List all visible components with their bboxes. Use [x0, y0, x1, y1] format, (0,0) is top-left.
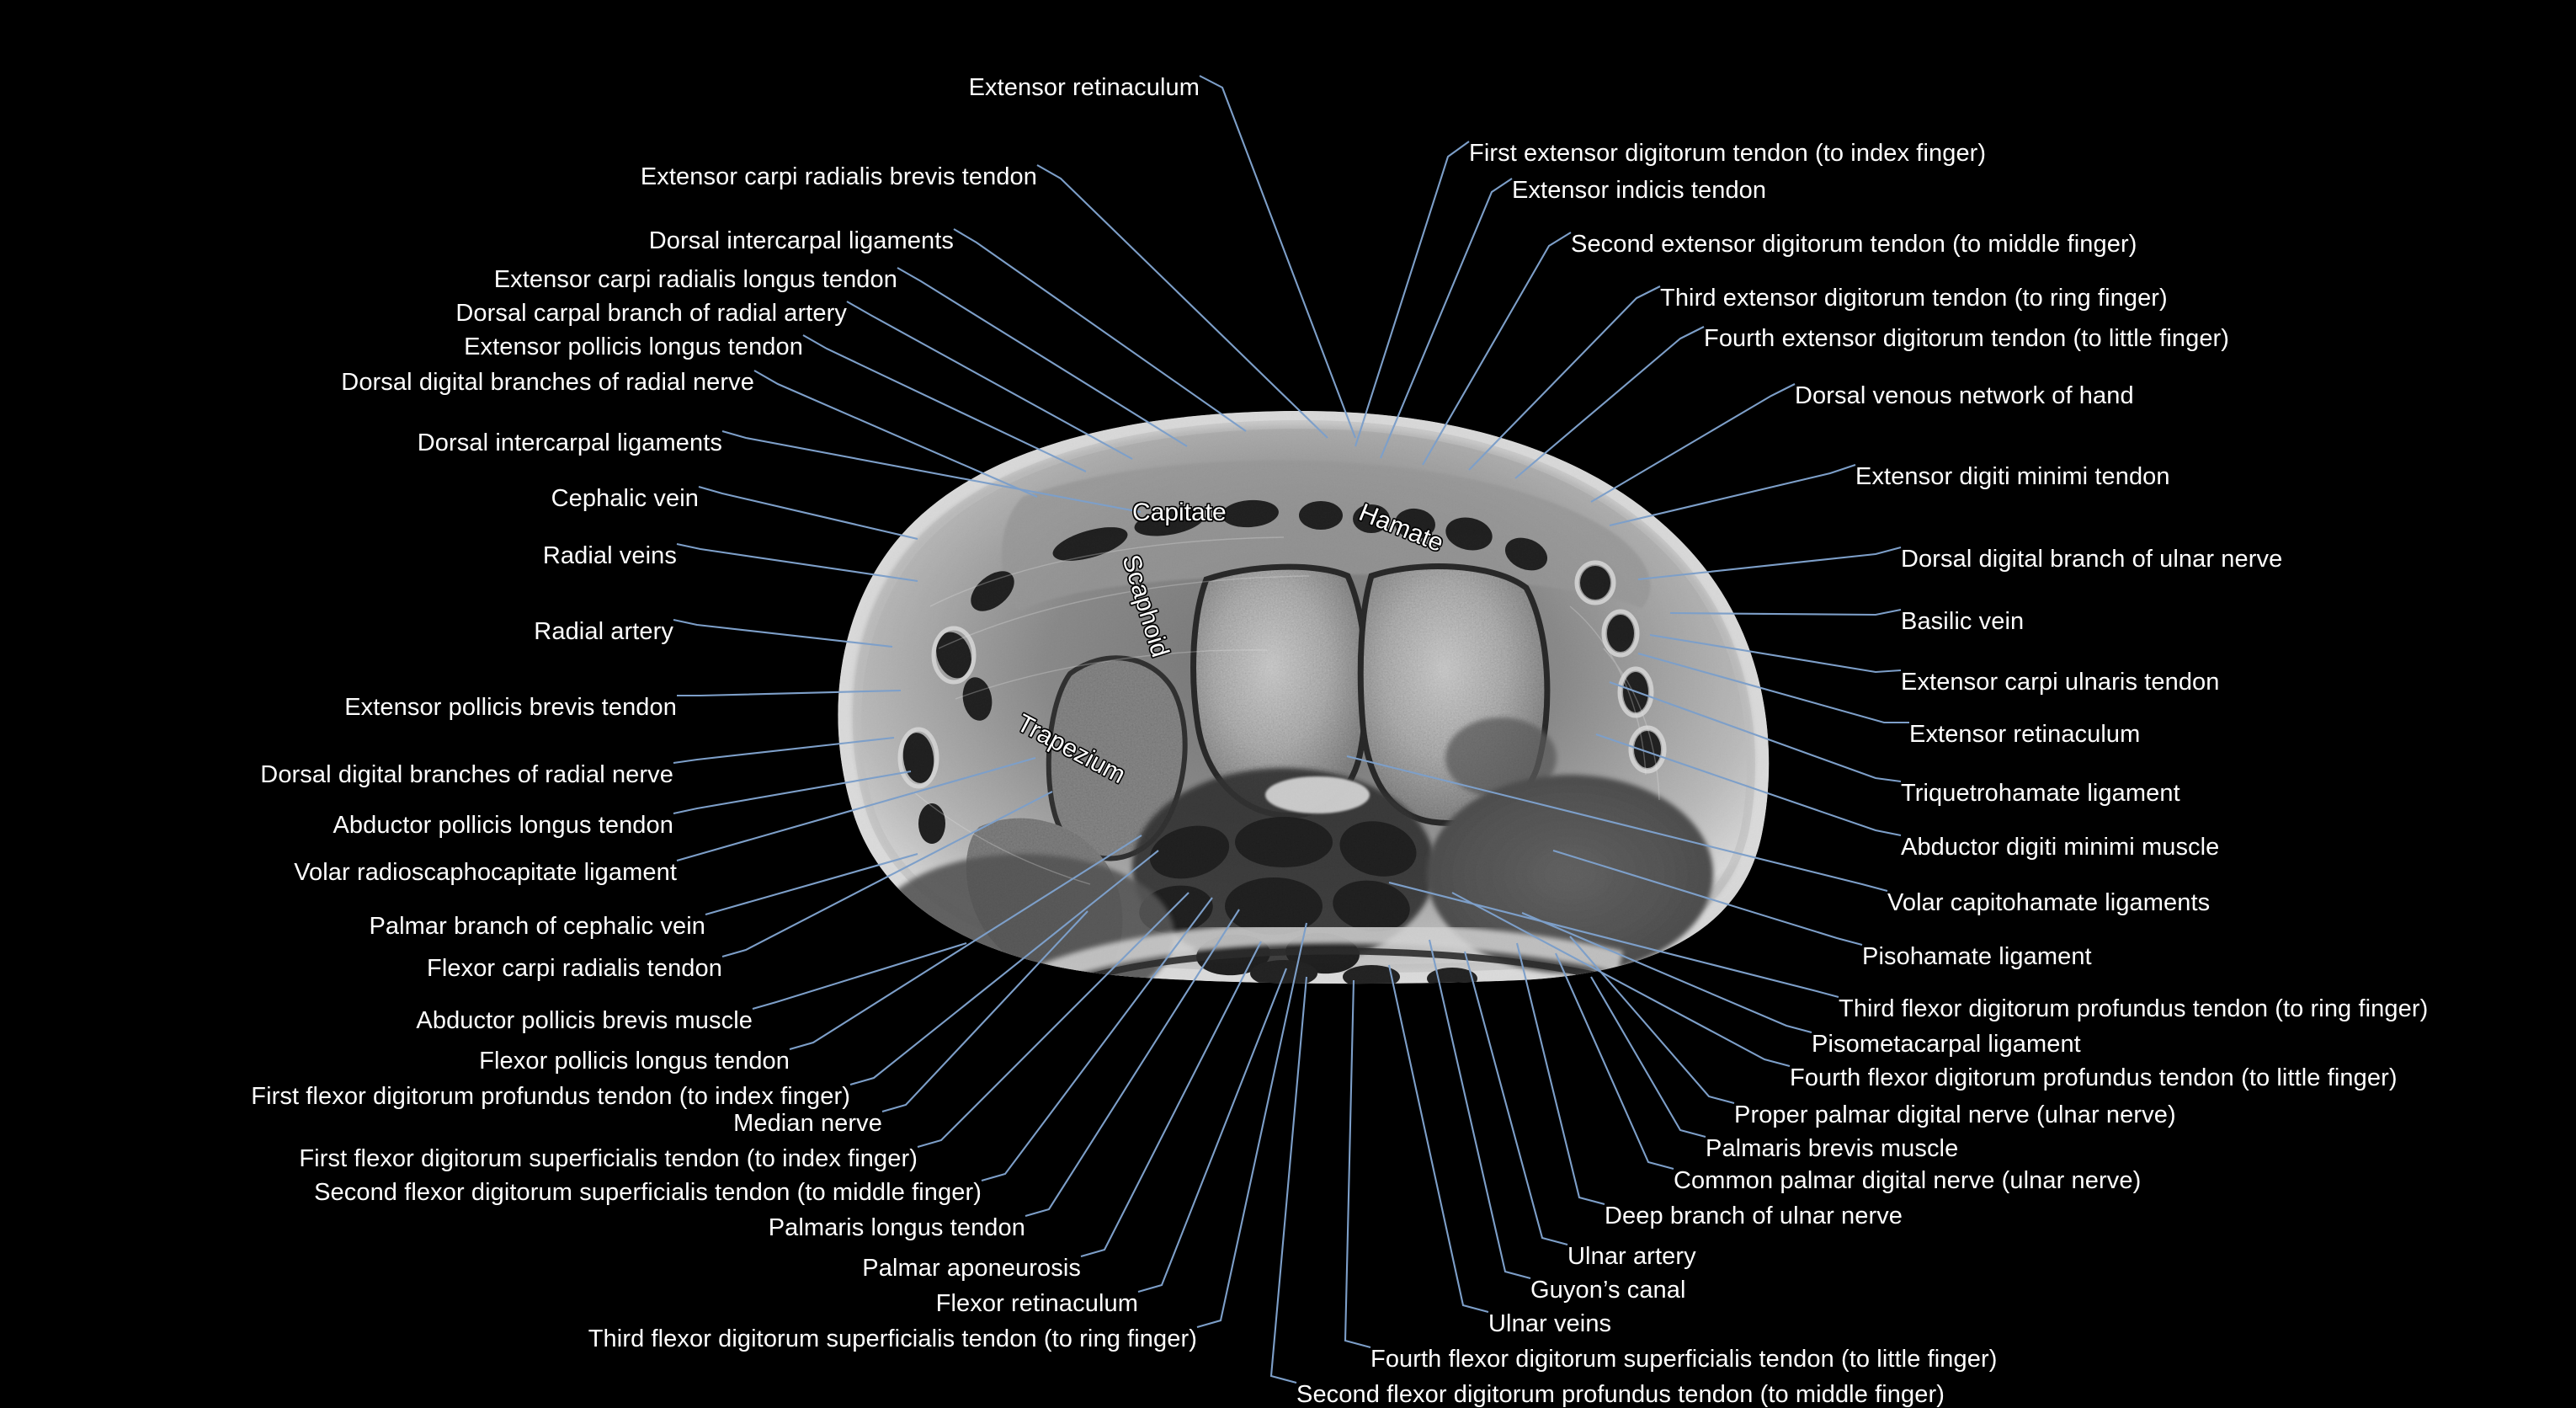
anatomy-label: Dorsal carpal branch of radial artery	[455, 300, 847, 327]
anatomy-label: Radial veins	[542, 542, 677, 569]
anatomy-label: Second flexor digitorum superficialis te…	[314, 1179, 982, 1206]
anatomy-label: Palmar branch of cephalic vein	[369, 913, 705, 940]
anatomy-label: Extensor carpi ulnaris tendon	[1901, 669, 2220, 696]
anatomy-label: Third flexor digitorum superficialis ten…	[588, 1325, 1197, 1352]
anatomy-label: Proper palmar digital nerve (ulnar nerve…	[1734, 1101, 2176, 1128]
anatomy-label: Extensor pollicis longus tendon	[464, 333, 803, 360]
anatomy-label: Second extensor digitorum tendon (to mid…	[1571, 231, 2137, 258]
anatomy-label: Pisohamate ligament	[1862, 943, 2092, 970]
mri-axial-wrist-image	[812, 396, 1789, 985]
anatomy-label: Volar radioscaphocapitate ligament	[294, 859, 677, 886]
anatomy-label: Abductor digiti minimi muscle	[1901, 834, 2220, 861]
anatomy-label: Dorsal digital branch of ulnar nerve	[1901, 546, 2283, 573]
leader-line	[1590, 976, 1706, 1139]
anatomy-label: Extensor retinaculum	[968, 74, 1200, 101]
anatomy-label: Flexor retinaculum	[935, 1290, 1138, 1317]
anatomy-label: Extensor digiti minimi tendon	[1855, 463, 2170, 490]
anatomy-label: Dorsal intercarpal ligaments	[417, 429, 722, 456]
anatomy-label: Dorsal venous network of hand	[1795, 382, 2134, 409]
anatomy-label: Extensor pollicis brevis tendon	[344, 694, 677, 721]
anatomy-label: Fourth flexor digitorum profundus tendon…	[1790, 1064, 2398, 1091]
leader-line	[1344, 979, 1371, 1349]
anatomy-label: Extensor retinaculum	[1909, 721, 2141, 748]
anatomy-label: Abductor pollicis longus tendon	[333, 812, 673, 839]
anatomy-label: Dorsal digital branches of radial nerve	[260, 761, 673, 788]
anatomy-label: First flexor digitorum superficialis ten…	[299, 1145, 918, 1172]
anatomy-label: Flexor carpi radialis tendon	[427, 955, 722, 982]
anatomy-label: Third flexor digitorum profundus tendon …	[1839, 995, 2429, 1022]
leader-line	[1387, 964, 1489, 1314]
anatomy-label: Extensor carpi radialis brevis tendon	[640, 163, 1037, 190]
anatomy-label: Guyon’s canal	[1530, 1277, 1686, 1304]
anatomy-label: Ulnar veins	[1488, 1310, 1612, 1337]
leader-line	[1555, 952, 1674, 1171]
leader-line	[1137, 968, 1287, 1293]
anatomy-label: Palmaris brevis muscle	[1706, 1135, 1959, 1162]
anatomy-label: Cephalic vein	[551, 485, 699, 512]
leader-line	[1080, 941, 1262, 1258]
leader-line	[1463, 951, 1568, 1246]
anatomy-label: Common palmar digital nerve (ulnar nerve…	[1674, 1167, 2142, 1194]
anatomy-label: Fourth flexor digitorum superficialis te…	[1370, 1346, 1998, 1373]
anatomy-label: Extensor indicis tendon	[1512, 177, 1767, 204]
anatomy-label: Second flexor digitorum profundus tendon…	[1296, 1381, 1945, 1408]
anatomy-label: Third extensor digitorum tendon (to ring…	[1660, 285, 2168, 312]
anatomy-label: Dorsal intercarpal ligaments	[648, 227, 954, 254]
anatomy-label: Fourth extensor digitorum tendon (to lit…	[1704, 325, 2230, 352]
anatomy-label: Median nerve	[733, 1110, 882, 1137]
leader-line	[1428, 939, 1531, 1280]
anatomy-label: First flexor digitorum profundus tendon …	[251, 1083, 850, 1110]
anatomy-label: Palmar aponeurosis	[862, 1255, 1081, 1282]
anatomy-label: Triquetrohamate ligament	[1901, 780, 2180, 807]
anatomy-label: Ulnar artery	[1567, 1243, 1696, 1270]
anatomy-label: Volar capitohamate ligaments	[1887, 889, 2211, 916]
anatomy-label: Dorsal digital branches of radial nerve	[341, 369, 754, 396]
anatomy-label: Extensor carpi radialis longus tendon	[493, 266, 897, 293]
leader-line	[1269, 976, 1308, 1384]
anatomy-label: Deep branch of ulnar nerve	[1605, 1203, 1903, 1229]
anatomy-label: Basilic vein	[1901, 608, 2025, 635]
bone-label: Capitate	[1132, 499, 1227, 526]
anatomy-label: Palmaris longus tendon	[768, 1214, 1025, 1241]
anatomy-label: Radial artery	[534, 618, 673, 645]
anatomy-label: Pisometacarpal ligament	[1812, 1031, 2081, 1058]
anatomy-label: First extensor digitorum tendon (to inde…	[1469, 140, 1987, 167]
anatomy-label: Abductor pollicis brevis muscle	[416, 1007, 753, 1034]
leader-line	[1199, 75, 1356, 439]
anatomy-label: Flexor pollicis longus tendon	[479, 1048, 790, 1075]
